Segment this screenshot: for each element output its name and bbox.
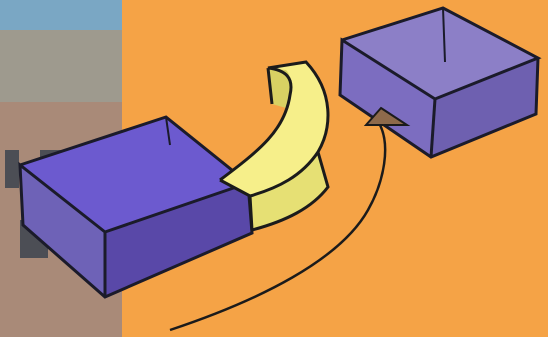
photo-window-1: [5, 150, 19, 188]
photo-roof: [0, 30, 122, 104]
